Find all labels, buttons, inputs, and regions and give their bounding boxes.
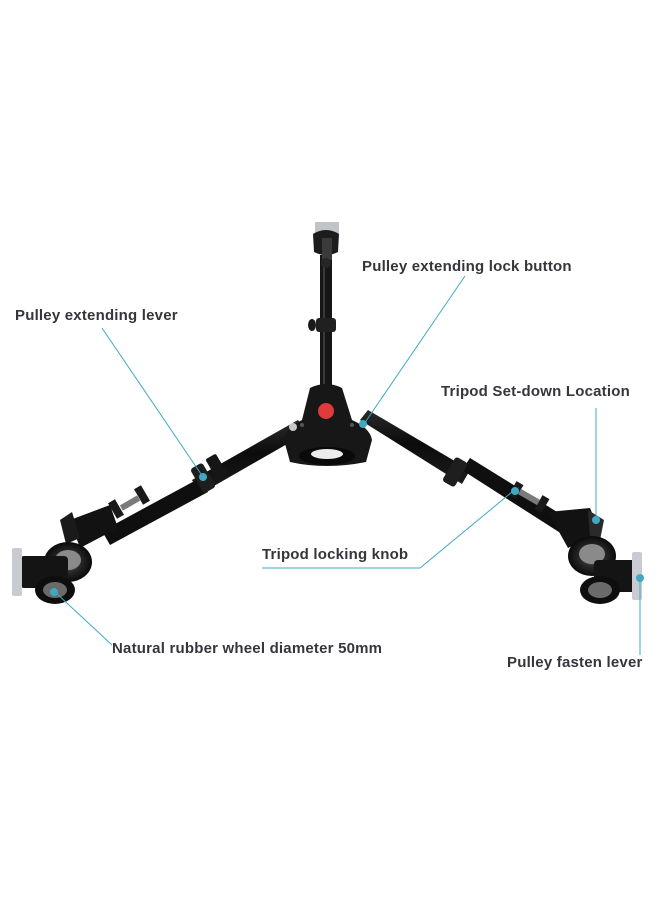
label-tripod-set-down-location: Tripod Set-down Location <box>441 383 630 400</box>
dot-locking-knob <box>511 487 519 495</box>
dot-lock-button <box>359 420 367 428</box>
center-arm <box>308 222 339 395</box>
label-tripod-locking-knob: Tripod locking knob <box>262 546 409 563</box>
dot-fasten-lever <box>636 574 644 582</box>
dot-wheel <box>50 588 58 596</box>
leader-lines <box>54 275 641 655</box>
right-leg <box>360 410 642 604</box>
leader-dots <box>50 420 644 596</box>
leader-line-lock-button <box>363 275 466 425</box>
brand-logo-button <box>318 403 334 419</box>
label-natural-rubber-wheel: Natural rubber wheel diameter 50mm <box>112 640 383 657</box>
leader-line-wheel <box>54 591 113 646</box>
center-hub <box>284 384 372 466</box>
label-pulley-fasten-lever: Pulley fasten lever <box>507 654 643 671</box>
label-pulley-extending-lock-button: Pulley extending lock button <box>362 258 572 275</box>
dot-set-down <box>592 516 600 524</box>
left-leg <box>12 420 308 604</box>
leader-line-locking-knob <box>262 491 513 569</box>
leader-line-extending-lever <box>101 327 204 478</box>
label-pulley-extending-lever: Pulley extending lever <box>15 307 178 324</box>
dot-extending-lever <box>199 473 207 481</box>
